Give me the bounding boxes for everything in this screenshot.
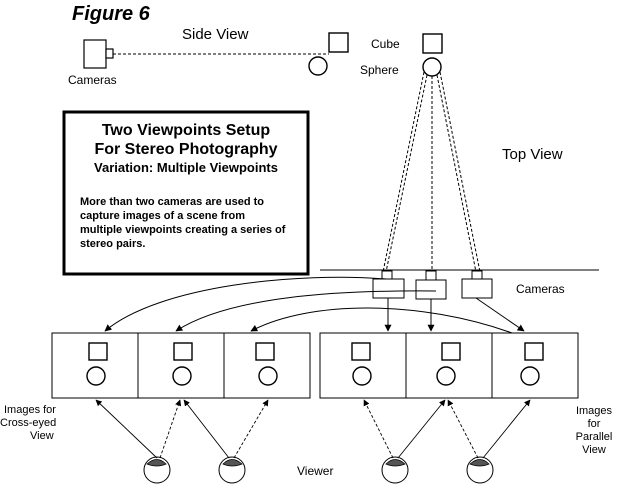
top-camera-center [415,270,447,300]
parallel-image-strip [319,332,579,399]
box-title-line-2: For Stereo Photography [94,141,277,158]
description-box [62,110,310,276]
parallel-label-1: Images [576,405,613,417]
eye-icon [218,456,246,484]
top-sphere [422,57,442,77]
side-cube [328,32,349,53]
eye-icon [381,456,409,484]
top-camera-right [461,270,493,299]
panel-4-scene [351,342,372,386]
eye-icon [466,456,494,484]
cross-eyed-label-2: Cross-eyed [0,417,56,429]
panel-6-scene [520,342,544,386]
viewer-label: Viewer [297,464,333,478]
figure-label: Figure 6 [72,3,151,25]
top-camera-left [372,270,405,299]
parallel-label-3: Parallel [576,431,613,443]
viewer-sightlines [95,399,531,459]
side-sphere [308,56,328,76]
eye-icon [143,456,171,484]
box-body-line-4: stereo pairs. [80,238,145,250]
parallel-label-2: for [588,418,601,430]
top-cube [422,33,443,54]
top-sightlines [382,71,481,273]
top-view-label: Top View [502,146,563,163]
box-title-line-1: Two Viewpoints Setup [102,122,271,139]
top-cameras-label: Cameras [516,282,565,296]
side-view-label: Side View [182,26,249,43]
box-body-line-3: multiple viewpoints creating a series of [80,224,286,236]
box-body-line-2: capture images of a scene from [80,210,245,222]
parallel-label-4: View [582,444,606,456]
cube-label: Cube [371,37,400,51]
side-cameras-label: Cameras [68,73,117,87]
side-camera-icon [83,39,114,69]
panel-1-scene [86,342,108,386]
sphere-label: Sphere [360,63,399,77]
panel-5-scene [436,342,461,386]
cross-eyed-label-3: View [30,430,54,442]
panel-2-scene [172,342,193,386]
camera-to-image-arrows [104,276,525,334]
box-subtitle: Variation: Multiple Viewpoints [94,160,278,175]
panel-3-scene [255,342,278,386]
cross-eyed-label-1: Images for [4,404,56,416]
box-body-line-1: More than two cameras are used to [80,196,264,208]
